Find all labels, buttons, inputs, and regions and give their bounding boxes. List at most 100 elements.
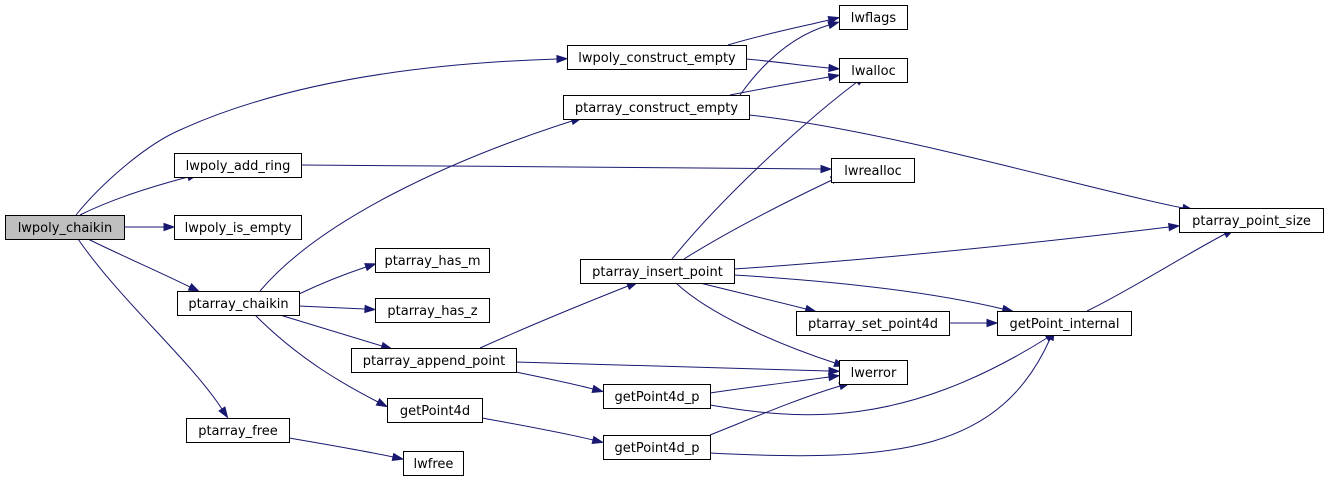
- node-lwpoly-chaikin[interactable]: lwpoly_chaikin: [5, 215, 125, 240]
- edge-lwpoly_chaikin-to-ptarray_chaikin: [87, 238, 201, 293]
- node-lwflags[interactable]: lwflags: [839, 5, 908, 30]
- node-box: [831, 158, 915, 183]
- edge-line: [675, 282, 836, 364]
- edge-lwpoly_chaikin-to-ptarray_free: [77, 238, 229, 419]
- edge-line: [709, 385, 841, 436]
- edge-ptarray_construct_empty-to-ptarray_point_size: [748, 114, 1195, 213]
- node-box: [177, 291, 300, 316]
- edge-line: [300, 164, 822, 170]
- node-label: lwpoly_chaikin: [18, 221, 113, 236]
- node-ptarray-append-point[interactable]: ptarray_append_point: [351, 348, 517, 373]
- edge-line: [727, 19, 830, 46]
- node-box: [403, 451, 464, 476]
- edge-lwpoly_chaikin-to-lwpoly_add_ring: [79, 173, 200, 216]
- edge-line: [709, 376, 830, 394]
- edge-getPoint4d_p_2-to-lwerror: [709, 382, 852, 436]
- node-ptarray-insert-point[interactable]: ptarray_insert_point: [580, 259, 735, 284]
- node-lwpoly-construct-empty[interactable]: lwpoly_construct_empty: [567, 45, 747, 70]
- edge-ptarray_chaikin-to-ptarray_has_z: [298, 304, 377, 314]
- arrowhead: [1168, 222, 1181, 232]
- node-lwalloc[interactable]: lwalloc: [839, 58, 908, 83]
- node-box: [375, 248, 490, 273]
- node-label: ptarray_construct_empty: [575, 101, 738, 116]
- node-box: [580, 259, 735, 284]
- edge-line: [481, 417, 594, 441]
- node-box: [375, 298, 490, 323]
- edge-getPoint4d-to-getPoint4d_p_2: [481, 417, 605, 444]
- edge-line: [79, 176, 189, 216]
- node-lwrealloc[interactable]: lwrealloc: [831, 158, 915, 183]
- node-box: [796, 311, 950, 336]
- node-ptarray-chaikin[interactable]: ptarray_chaikin: [177, 291, 300, 316]
- node-ptarray-has-z[interactable]: ptarray_has_z: [375, 298, 490, 323]
- edge-ptarray_append_point-to-ptarray_insert_point: [479, 281, 639, 349]
- node-getPoint4d[interactable]: getPoint4d: [387, 398, 483, 423]
- arrowhead: [375, 398, 389, 408]
- node-ptarray-point-size[interactable]: ptarray_point_size: [1179, 208, 1324, 233]
- arrowhead: [827, 21, 841, 30]
- node-label: ptarray_set_point4d: [808, 317, 938, 332]
- node-box: [563, 95, 750, 120]
- edge-line: [671, 81, 858, 260]
- arrowhead: [187, 283, 201, 293]
- node-box: [839, 360, 908, 385]
- edge-lwpoly_add_ring-to-lwrealloc: [300, 164, 833, 174]
- arrowhead: [591, 435, 605, 444]
- node-box: [186, 418, 290, 443]
- edge-line: [259, 120, 573, 292]
- node-box: [174, 215, 302, 240]
- node-lwpoly-is-empty[interactable]: lwpoly_is_empty: [174, 215, 302, 240]
- node-label: ptarray_has_m: [384, 254, 480, 269]
- edge-lwpoly_construct_empty-to-lwflags: [727, 16, 841, 46]
- node-label: getPoint4d: [400, 404, 470, 419]
- edge-line: [75, 58, 558, 216]
- node-layer: lwpoly_chaikin lwpoly_construct_empty lwfl…: [5, 5, 1324, 476]
- arrowhead: [218, 406, 229, 419]
- node-getPoint4d-p-1[interactable]: getPoint4d_p: [603, 384, 711, 409]
- node-label: ptarray_chaikin: [188, 297, 288, 312]
- edge-ptarray_append_point-to-lwerror: [515, 361, 841, 376]
- node-box: [5, 215, 125, 240]
- node-box: [603, 384, 711, 409]
- node-lwerror[interactable]: lwerror: [839, 360, 908, 385]
- node-box: [839, 5, 908, 30]
- edge-line: [479, 285, 629, 349]
- node-label: getPoint_internal: [1009, 317, 1119, 332]
- edge-line: [733, 226, 1170, 270]
- node-box: [567, 45, 747, 70]
- edge-getPoint4d_p_2-to-getPoint_internal: [709, 328, 1055, 457]
- edge-ptarray_insert_point-to-ptarray_point_size: [733, 222, 1181, 270]
- node-lwpoly-add-ring[interactable]: lwpoly_add_ring: [174, 153, 302, 178]
- edge-ptarray_append_point-to-getPoint4d_p_1: [515, 371, 605, 393]
- node-box: [351, 348, 517, 373]
- arrowhead: [391, 452, 405, 462]
- edge-line: [729, 76, 830, 96]
- node-label: ptarray_has_z: [387, 304, 477, 319]
- edge-getPoint_internal-to-ptarray_point_size: [1086, 228, 1236, 312]
- arrowhead: [986, 318, 999, 328]
- node-ptarray-free[interactable]: ptarray_free: [186, 418, 290, 443]
- edge-lwpoly_chaikin-to-lwpoly_is_empty: [123, 222, 176, 232]
- arrowhead: [820, 164, 833, 174]
- node-ptarray-set-point4d[interactable]: ptarray_set_point4d: [796, 311, 950, 336]
- node-box: [839, 58, 908, 83]
- node-getPoint-internal[interactable]: getPoint_internal: [997, 311, 1132, 336]
- edge-line: [683, 179, 833, 260]
- edge-line: [279, 314, 383, 347]
- edge-ptarray_insert_point-to-lwrealloc: [683, 175, 843, 260]
- node-label: ptarray_free: [198, 424, 278, 439]
- edge-ptarray_insert_point-to-getPoint_internal: [733, 274, 1015, 313]
- edge-line: [748, 114, 1184, 209]
- node-ptarray-has-m[interactable]: ptarray_has_m: [375, 248, 490, 273]
- arrowhead: [556, 54, 569, 64]
- node-ptarray-construct-empty[interactable]: ptarray_construct_empty: [563, 95, 750, 120]
- node-getPoint4d-p-2[interactable]: getPoint4d_p: [603, 435, 711, 460]
- edge-line: [733, 274, 1004, 310]
- node-lwfree[interactable]: lwfree: [403, 451, 464, 476]
- arrowhead: [827, 72, 841, 82]
- edge-line: [288, 437, 394, 458]
- node-label: lwfree: [414, 457, 454, 472]
- edge-line: [515, 361, 830, 372]
- edge-line: [298, 305, 366, 310]
